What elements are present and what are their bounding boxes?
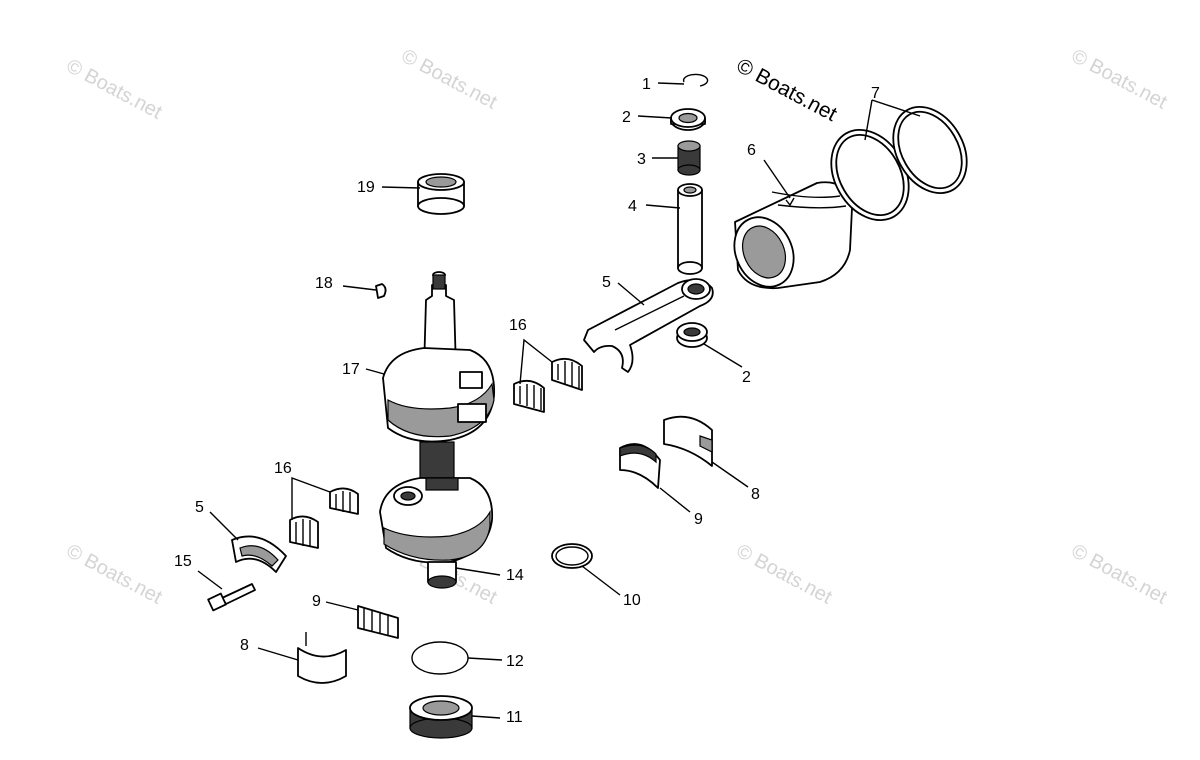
part-bearing-race-right [663, 415, 713, 467]
callout-4: 4 [628, 198, 637, 215]
part-bushing [417, 173, 465, 215]
part-needle-bearing-small [677, 140, 701, 176]
callout-labels: 1 2 3 4 5 6 7 2 19 18 17 16 16 5 15 14 9… [174, 76, 880, 726]
callout-10: 10 [623, 592, 641, 609]
part-piston [733, 181, 853, 290]
callout-16-lower: 16 [274, 460, 292, 477]
part-washer-top [670, 108, 706, 131]
part-retaining-ring [551, 543, 593, 569]
part-needle-bearing-halves-lower [289, 487, 359, 549]
leader-lines [197, 82, 921, 719]
callout-11: 11 [506, 709, 523, 726]
callout-5-top: 5 [602, 274, 611, 291]
watermark-main: © Boats.net [733, 54, 841, 126]
part-washer-bottom [676, 322, 708, 348]
part-o-ring [411, 641, 469, 675]
watermark-faint-3: © Boats.net [1068, 45, 1171, 114]
part-bearing-race-lower [297, 632, 347, 684]
callout-3: 3 [637, 151, 646, 168]
callout-5-lower: 5 [195, 499, 204, 516]
callout-16-upper: 16 [509, 317, 527, 334]
part-wrist-pin [677, 183, 703, 275]
callout-8-lower: 8 [240, 637, 249, 654]
part-woodruff-key [375, 283, 387, 299]
callout-2-top: 2 [622, 109, 631, 126]
callout-9-right: 9 [694, 511, 703, 528]
callout-14: 14 [506, 567, 524, 584]
part-needle-cage-right [619, 443, 661, 489]
callout-19: 19 [357, 179, 375, 196]
callout-7: 7 [871, 85, 880, 102]
callout-9-lower: 9 [312, 593, 321, 610]
part-rod-cap [231, 535, 287, 573]
callout-15: 15 [174, 553, 192, 570]
watermark-faint-2: © Boats.net [398, 45, 501, 114]
watermark-faint-1: © Boats.net [63, 55, 166, 124]
part-oil-seal [409, 695, 473, 739]
watermark-faint-5: © Boats.net [733, 540, 836, 609]
part-needle-cage-lower [357, 605, 399, 639]
part-needle-bearing-halves-upper [513, 357, 583, 413]
callout-6: 6 [747, 142, 756, 159]
callout-18: 18 [315, 275, 333, 292]
watermark-faint-4: © Boats.net [63, 540, 166, 609]
part-screw [207, 583, 256, 612]
part-crankshaft [379, 271, 495, 589]
part-piston-rings [830, 105, 968, 222]
part-connecting-rod [583, 278, 714, 373]
callout-17: 17 [342, 361, 360, 378]
callout-1: 1 [642, 76, 651, 93]
callout-2-bottom: 2 [742, 369, 751, 386]
part-circlip [682, 73, 709, 87]
callout-8-right: 8 [751, 486, 760, 503]
callout-12: 12 [506, 653, 524, 670]
watermark-faint-6: © Boats.net [1068, 540, 1171, 609]
